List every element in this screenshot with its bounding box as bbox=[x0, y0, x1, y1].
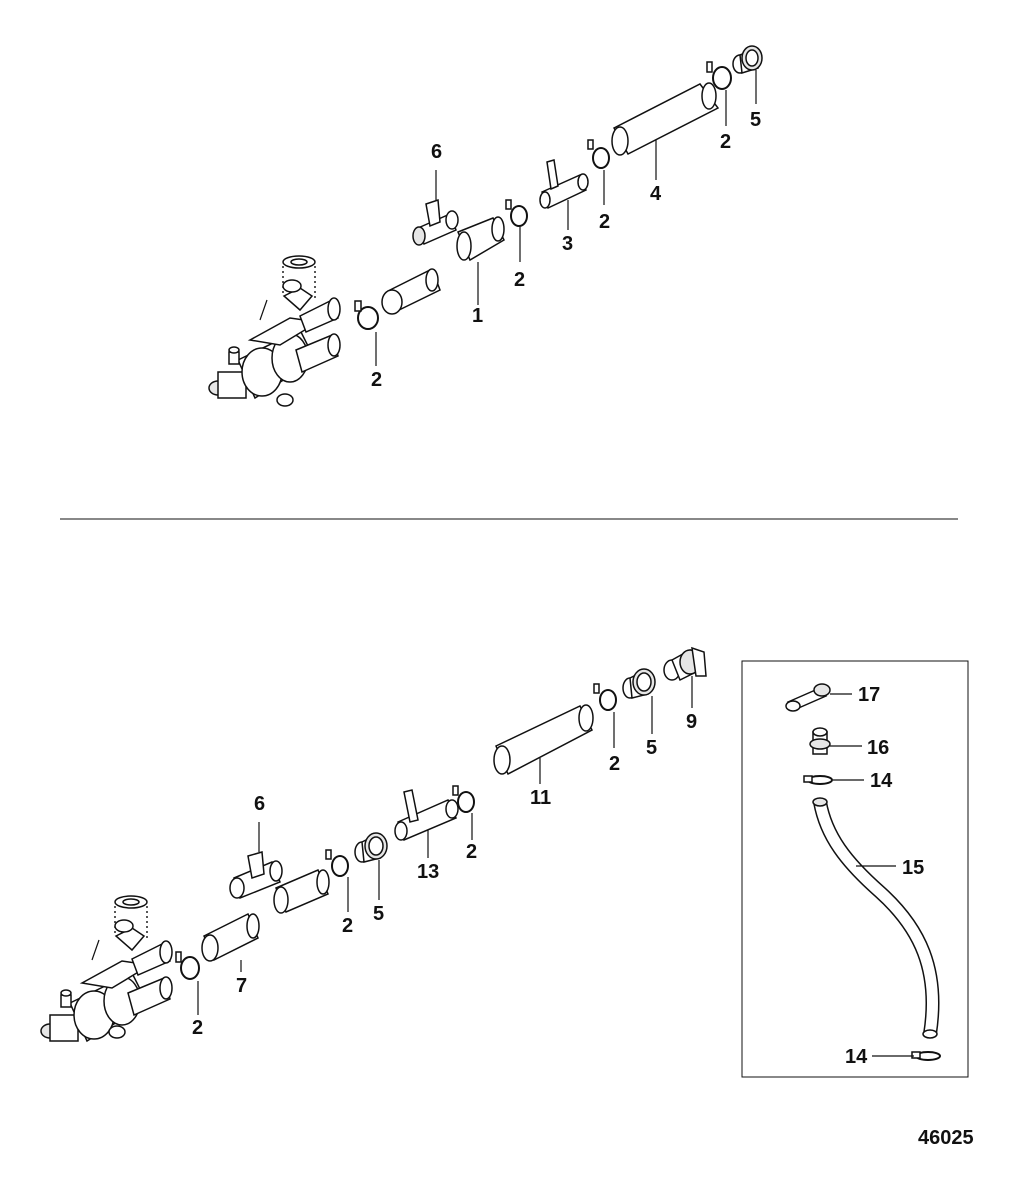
bottom-callout-2-b: 2 bbox=[342, 915, 353, 937]
bottom-hose-short bbox=[273, 869, 330, 914]
top-fitting-5 bbox=[732, 45, 763, 104]
inset-callout-14-top: 14 bbox=[870, 770, 893, 792]
inset-box bbox=[741, 660, 969, 1078]
bottom-callout-2-c: 2 bbox=[466, 841, 477, 863]
bottom-clamp-2-c bbox=[452, 785, 475, 840]
bottom-fitting-9 bbox=[663, 646, 707, 708]
bottom-callout-2-d: 2 bbox=[609, 753, 620, 775]
bottom-clamp-2-d bbox=[593, 683, 617, 748]
bottom-callout-11: 11 bbox=[530, 787, 551, 809]
inset-callout-15: 15 bbox=[902, 857, 924, 879]
inset-callout-16: 16 bbox=[867, 737, 889, 759]
bottom-fitting-5-b bbox=[622, 668, 656, 734]
top-pump-body bbox=[208, 255, 341, 407]
top-hose-4 bbox=[611, 82, 720, 180]
bottom-fitting-5-a bbox=[354, 832, 388, 900]
bottom-callout-2-a: 2 bbox=[192, 1017, 203, 1039]
bottom-callout-13: 13 bbox=[417, 861, 439, 883]
inset-hose-15 bbox=[812, 797, 940, 1039]
top-assembly bbox=[208, 45, 763, 407]
top-clamp-2-a bbox=[354, 300, 379, 366]
bottom-callout-9: 9 bbox=[686, 711, 697, 733]
top-callout-2-a: 2 bbox=[371, 369, 382, 391]
bottom-callout-7: 7 bbox=[236, 975, 247, 997]
top-tee-6 bbox=[412, 170, 459, 246]
top-callout-3: 3 bbox=[562, 233, 573, 255]
inset-clamp-14-top bbox=[803, 775, 864, 785]
top-callout-6: 6 bbox=[431, 141, 442, 163]
top-callout-2-d: 2 bbox=[720, 131, 731, 153]
top-clamp-2-c bbox=[587, 139, 610, 205]
bottom-callout-5-b: 5 bbox=[646, 737, 657, 759]
inset-cap-17 bbox=[785, 683, 852, 712]
bottom-clamp-2-b bbox=[325, 849, 349, 912]
bottom-tee-6 bbox=[229, 822, 283, 900]
top-hose-1 bbox=[456, 216, 505, 305]
inset-valve-16 bbox=[809, 727, 862, 755]
bottom-callout-5-a: 5 bbox=[373, 903, 384, 925]
inset-callout-17: 17 bbox=[858, 684, 880, 706]
top-tee-3 bbox=[539, 159, 589, 230]
bottom-hose-7 bbox=[201, 912, 260, 972]
bottom-hose-11 bbox=[493, 704, 594, 784]
top-clamp-2-d bbox=[706, 61, 732, 126]
top-callout-4: 4 bbox=[650, 183, 662, 205]
figure-number: 46025 bbox=[918, 1127, 974, 1149]
top-callout-2-b: 2 bbox=[514, 269, 525, 291]
top-callout-2-c: 2 bbox=[599, 211, 610, 233]
top-hose-short bbox=[381, 268, 441, 315]
bottom-pump-body bbox=[40, 895, 173, 1043]
bottom-callout-6: 6 bbox=[254, 793, 265, 815]
bottom-clamp-2-a bbox=[175, 951, 200, 1015]
inset-clamp-14-bottom bbox=[872, 1051, 941, 1061]
inset-callout-14-bottom: 14 bbox=[845, 1046, 868, 1068]
bottom-assembly bbox=[40, 646, 707, 1043]
top-clamp-2-b bbox=[505, 199, 528, 262]
top-callout-1: 1 bbox=[472, 305, 483, 327]
bottom-tee-13 bbox=[394, 789, 459, 858]
top-callout-5: 5 bbox=[750, 109, 761, 131]
